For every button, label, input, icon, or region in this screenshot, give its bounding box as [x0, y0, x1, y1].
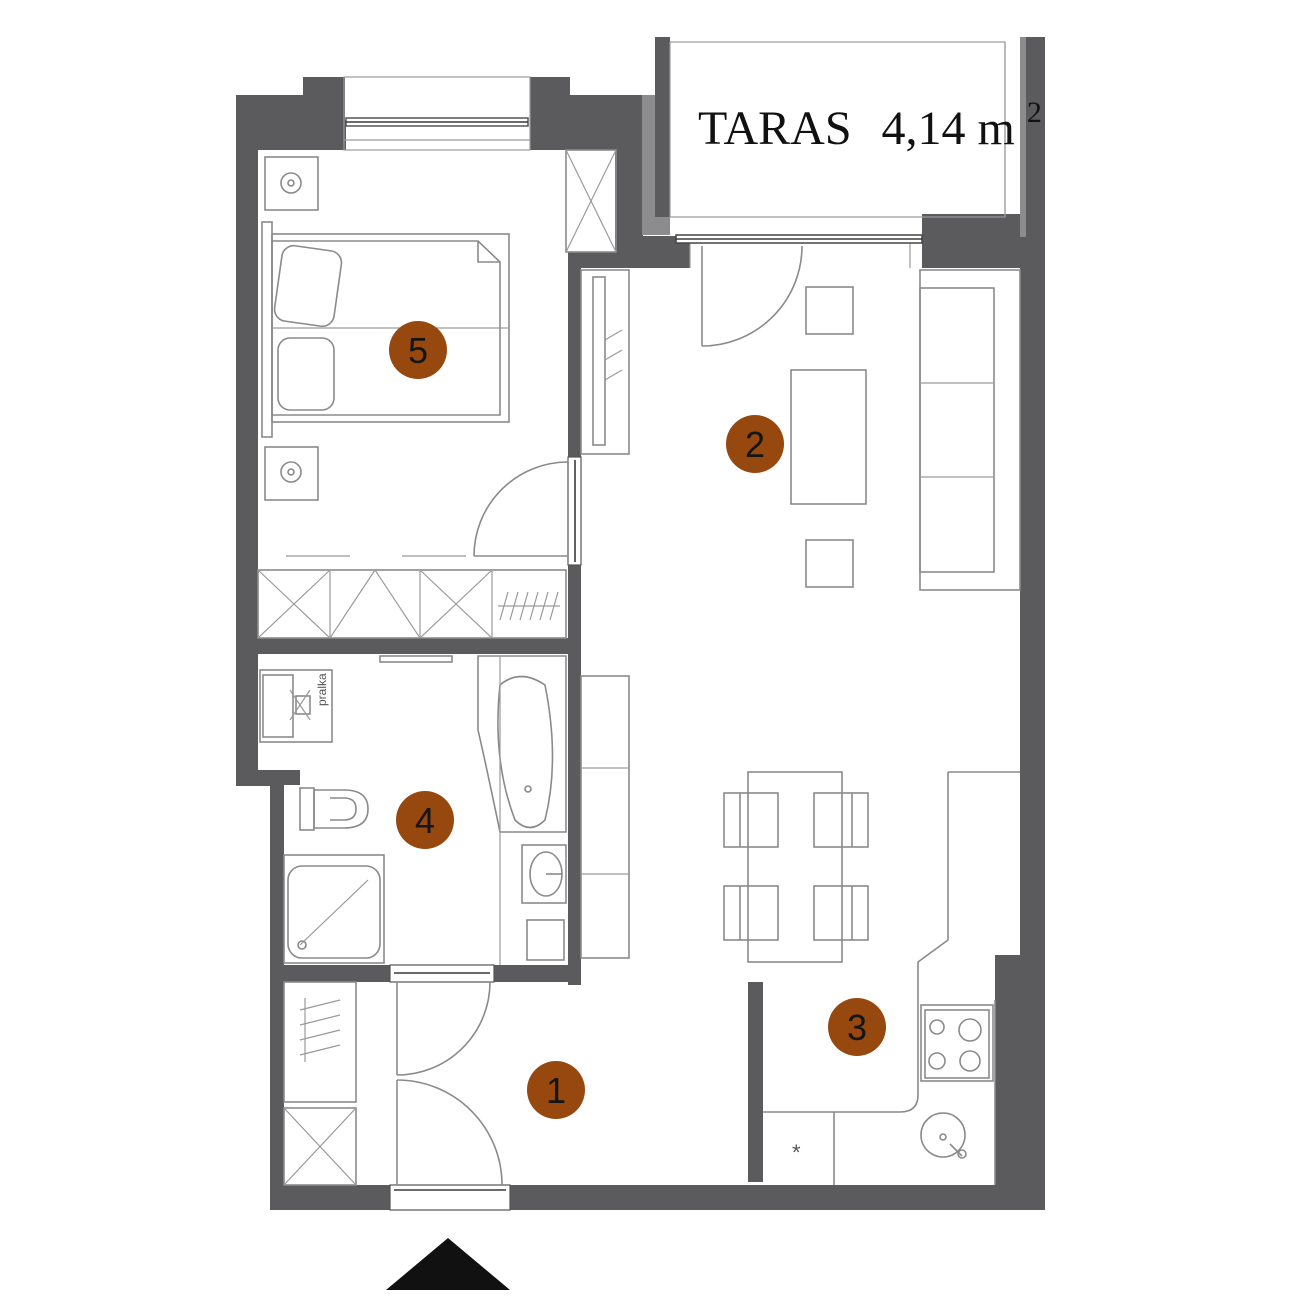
- doors: [389, 245, 803, 1211]
- svg-text:2: 2: [745, 424, 765, 465]
- washing-machine-label: pralka: [315, 673, 329, 706]
- kitchen-furniture: *: [763, 771, 1020, 1185]
- walls: [236, 37, 1045, 1210]
- fridge-asterisk: *: [792, 1140, 801, 1165]
- entrance-arrow-icon: [386, 1238, 510, 1290]
- bedroom-furniture: [257, 149, 617, 639]
- stove-icon: [920, 1004, 994, 1082]
- room-marker-1: 1: [527, 1061, 585, 1119]
- sink-icon: [920, 1112, 967, 1159]
- room-marker-3: 3: [828, 998, 886, 1056]
- svg-text:1: 1: [546, 1070, 566, 1111]
- bathtub-icon: [477, 655, 567, 833]
- room-marker-4: 4: [396, 791, 454, 849]
- room-marker-5: 5: [389, 321, 447, 379]
- bed-icon: [271, 233, 510, 423]
- shower-icon: [283, 854, 385, 964]
- living-furniture: [580, 269, 1021, 963]
- bathroom-fixtures: pralka: [259, 655, 567, 965]
- hall-furniture: [283, 981, 357, 1186]
- svg-text:3: 3: [847, 1007, 867, 1048]
- terrace: TARAS 4,14 m 2: [669, 41, 1042, 218]
- room-marker-2: 2: [726, 415, 784, 473]
- windows: [343, 76, 923, 268]
- svg-text:4: 4: [415, 800, 435, 841]
- svg-text:5: 5: [408, 330, 428, 371]
- toilet-icon: [299, 787, 369, 831]
- terrace-label: TARAS 4,14 m 2: [698, 96, 1042, 155]
